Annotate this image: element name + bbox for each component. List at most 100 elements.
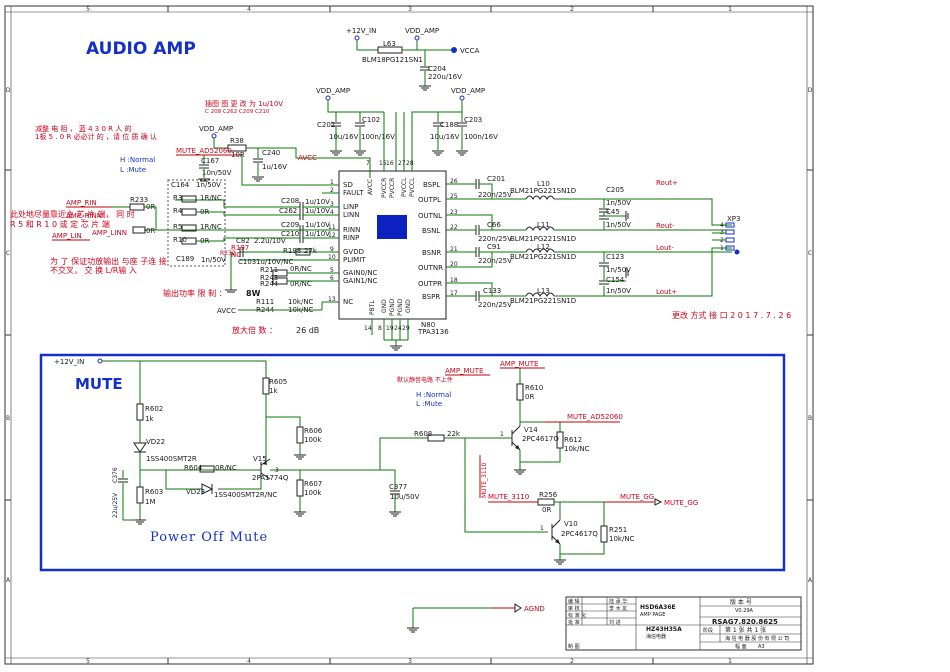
c123-ref: C123 — [606, 253, 624, 261]
pin-name: GVDD — [343, 248, 364, 256]
xp3-pin: 1 — [720, 245, 724, 252]
r610-value: 0R — [525, 393, 534, 401]
hl-top-normal: H :Normal — [120, 156, 155, 164]
pin-name: OUTNR — [418, 264, 443, 272]
c66-value: 220n/25V — [478, 235, 512, 243]
title-block — [565, 596, 802, 651]
c209-value: 1u/10V — [305, 221, 330, 229]
xp3-connector — [725, 222, 740, 255]
l10-ref: L10 — [537, 180, 550, 188]
tb-row-label: 批 准 — [568, 619, 580, 626]
pin-num: 6 — [330, 275, 334, 282]
c201-value: 220n/25V — [478, 191, 512, 199]
pin-name: BSNR — [422, 249, 441, 257]
row-label: C — [6, 250, 10, 257]
note-change-cap: 插图 图 更 改 为 1u/10V — [205, 99, 283, 108]
mute-ad52060-net: MUTE_AD52060 — [176, 147, 232, 155]
r256-ref: R256 — [539, 491, 558, 499]
col-label: 2 — [570, 658, 574, 665]
r605-ref: R605 — [269, 378, 287, 386]
pin-num: 14 — [364, 325, 372, 332]
tb-board: HZ43H35A — [646, 626, 682, 633]
pin-name: LINN — [343, 211, 359, 219]
c204-ref: C204 — [428, 65, 447, 73]
pin-num: 9 — [330, 246, 334, 253]
pin-name: PVCCR — [381, 178, 388, 198]
vd22-value: 1SS400SMT2R — [146, 455, 197, 463]
pin-name: AVCC — [367, 179, 374, 195]
r197-value: NC — [231, 251, 241, 259]
l11-value: BLM21PG221SN1D — [510, 235, 576, 243]
c133-value: 220n/25V — [478, 301, 512, 309]
r603-ref: R603 — [145, 488, 163, 496]
hl-mid-mute: L :Mute — [416, 400, 442, 408]
note-default-mute: 默认静音电路 不上件 — [397, 376, 453, 384]
v12-in-mute-label: +12V_IN — [54, 358, 84, 366]
amp-mute-net: AMP_MUTE — [445, 367, 483, 375]
c203-ref: C203 — [464, 116, 482, 124]
pin-name: PGND — [397, 298, 404, 316]
r197-ref: R197 — [231, 244, 249, 252]
r606-ref: R606 — [304, 427, 323, 435]
row-label: C — [808, 250, 812, 257]
chip-part: TPA3136 — [417, 328, 449, 336]
c189-ref: C189 — [176, 255, 194, 263]
c82-ref: C82 — [236, 237, 250, 245]
mute-gg-net: MUTE_GG — [620, 493, 654, 501]
hl-mid-normal: H :Normal — [416, 391, 451, 399]
chip-thermal-pad — [377, 215, 407, 239]
col-label: 3 — [408, 6, 412, 13]
r198-ref: R198 — [283, 247, 301, 255]
r251-value: 10k/NC — [609, 535, 635, 543]
vdd-amp-left-label: VDD_AMP — [199, 125, 233, 133]
r243-ref: R243 — [260, 274, 278, 282]
c91-value: 220n/25V — [478, 257, 512, 265]
r211-value: 0R/NC — [290, 265, 312, 273]
c66-ref: C66 — [487, 221, 501, 229]
tb-name: 陆 承 华 — [609, 598, 627, 605]
power-limit-label: 输出功率 限 制 ： — [163, 288, 227, 298]
l12-ref: L12 — [537, 243, 550, 251]
avcc-label: AVCC — [217, 307, 236, 315]
pin-name: SD — [343, 181, 353, 189]
lout-plus-net: Lout+ — [656, 288, 677, 296]
r607-ref: R607 — [304, 480, 322, 488]
c204-value: 220u/16V — [428, 73, 462, 81]
tb-drawing-no: RSAG7.820.8625 — [712, 618, 778, 626]
r608-ref: R608 — [414, 430, 432, 438]
vdd-amp-mid2-label: VDD_AMP — [451, 87, 485, 95]
r0-value: 0R — [146, 227, 155, 235]
tb-board-sub: 海信电器 — [646, 633, 666, 640]
c103-value: 1u/10V/NC — [256, 258, 294, 266]
pin-num: 15 — [379, 160, 387, 167]
c205-ref: C205 — [606, 186, 624, 194]
pin-num: 28 — [406, 160, 414, 167]
pin-name: LINP — [343, 203, 358, 211]
lout-minus-net: Lout- — [656, 244, 674, 252]
row-label: A — [6, 577, 11, 584]
r604-ref: R604 — [184, 464, 203, 472]
vd23-value: 1SS400SMT2R/NC — [214, 491, 277, 499]
pin-num: 25 — [450, 193, 458, 200]
tb-drawn: 制 图 — [568, 643, 580, 650]
note-near-chip: 此处地尽量靠近主 芯 片 端， 同 时 — [10, 209, 135, 219]
r232-ref: R232 — [220, 250, 236, 257]
pin-num: 19 — [386, 325, 394, 332]
pin-num: 21 — [450, 246, 458, 253]
r198-value: 27k — [304, 247, 318, 255]
c376-value: 22u/25V — [112, 492, 119, 518]
vd23-ref: VD23 — [186, 488, 205, 496]
pin-num: 2 — [330, 187, 334, 194]
r604-value: 0R/NC — [215, 464, 237, 472]
c167-ref: C167 — [201, 157, 219, 165]
l13-ref: L13 — [537, 287, 550, 295]
r610-ref: R610 — [525, 384, 543, 392]
c133-ref: C133 — [483, 287, 501, 295]
r4-ref: R4 — [173, 207, 183, 215]
row-label: D — [6, 87, 11, 94]
mute-3110-h-net: MUTE_3110 — [488, 493, 529, 501]
vd22-ref: VD22 — [146, 438, 165, 446]
r607-value: 100k — [304, 489, 322, 497]
amp-lin-net: AMP_LIN — [52, 232, 82, 240]
pin-num: 10 — [328, 254, 336, 261]
